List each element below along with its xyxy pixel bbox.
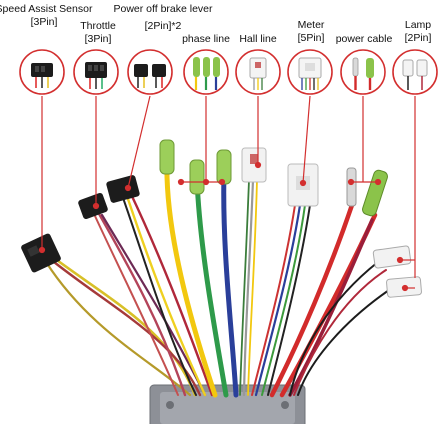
- connector-2pin-icon: [134, 64, 166, 88]
- label-meter: Meter [5Pin]: [298, 19, 325, 45]
- label-name: phase line: [182, 33, 230, 45]
- callout-meter: [287, 49, 333, 95]
- connector-hall-line: [241, 147, 267, 183]
- label-power-cable: power cable: [336, 33, 393, 46]
- callout-lamp: [392, 49, 438, 95]
- callout-hall-line: [235, 49, 281, 95]
- connector-power-cable: [346, 167, 388, 217]
- label-pins: [2Pin]: [404, 32, 432, 44]
- connector-speed-assist: [21, 233, 61, 273]
- label-brake-lever: Power off brake lever [2Pin]*2: [113, 3, 212, 33]
- connector-lamp: [372, 245, 422, 298]
- connector-phase-line: [159, 139, 232, 195]
- callout-power-cable: [340, 49, 386, 95]
- label-name: Speed Assist Sensor: [0, 3, 93, 15]
- connector-3pin-icon: [31, 63, 53, 88]
- label-phase-line: phase line: [182, 33, 230, 46]
- label-pins: [3Pin]: [30, 16, 58, 28]
- label-pins: [3Pin]: [84, 33, 112, 45]
- label-pins: [2Pin]*2: [144, 20, 182, 32]
- label-speed-assist-sensor: Speed Assist Sensor [3Pin]: [0, 3, 92, 29]
- connector-3pin-icon: [85, 62, 107, 89]
- callout-throttle: [73, 49, 119, 95]
- connector-bullet-icon: [193, 57, 220, 90]
- label-throttle: Throttle [3Pin]: [80, 20, 116, 46]
- label-hall-line: Hall line: [239, 33, 276, 46]
- label-name: Hall line: [239, 33, 277, 45]
- callout-brake-lever: [127, 49, 173, 95]
- connector-bullet-icon: [352, 57, 374, 90]
- callout-phase-line: [183, 49, 229, 95]
- connector-brake-lever: [106, 175, 140, 203]
- wire-bundle: [44, 157, 393, 398]
- connector-5pin-icon: [249, 57, 267, 90]
- label-lamp: Lamp [2Pin]: [405, 19, 432, 45]
- label-name: Throttle: [80, 20, 116, 32]
- label-name: Lamp: [404, 19, 432, 31]
- label-name: Power off brake lever: [113, 3, 213, 15]
- label-name: Meter: [297, 19, 325, 31]
- label-name: power cable: [335, 33, 393, 45]
- leader-lines: [38, 95, 416, 292]
- label-pins: [5Pin]: [297, 32, 325, 44]
- callout-speed-assist: [19, 49, 65, 95]
- connector-2pin-icon: [402, 59, 428, 90]
- connector-5pin-icon: [298, 57, 322, 90]
